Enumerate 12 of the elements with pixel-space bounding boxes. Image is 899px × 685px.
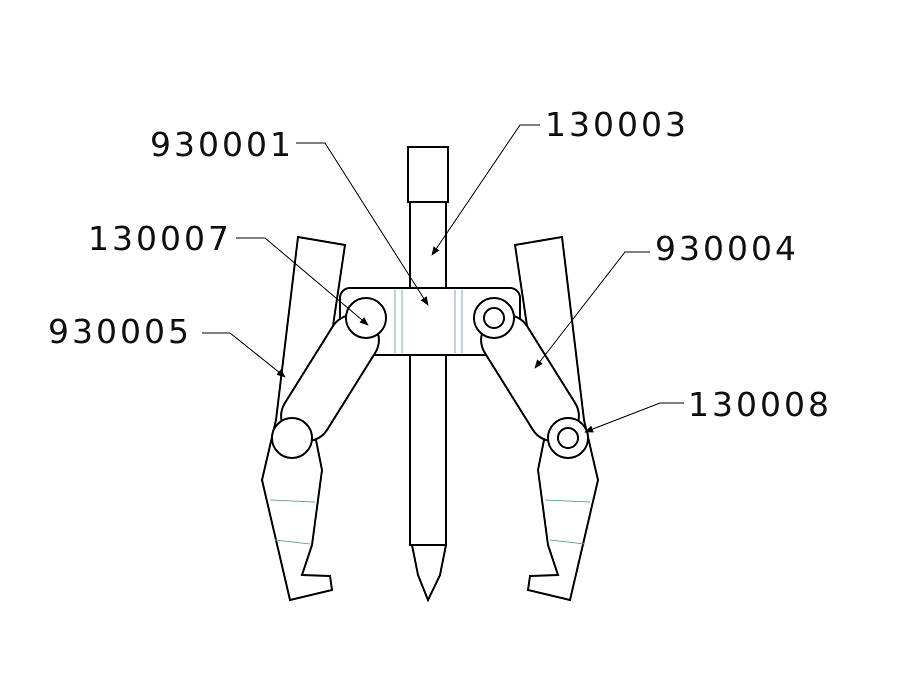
- callout-number: 930004: [655, 232, 799, 265]
- callout-number: 130003: [545, 108, 689, 141]
- callout-number: 930001: [150, 128, 294, 161]
- leader-line: [584, 402, 684, 432]
- leader-line: [296, 142, 428, 306]
- leader-line: [534, 252, 650, 369]
- callout-number: 930005: [48, 315, 192, 348]
- callout-number: 130007: [88, 222, 232, 255]
- callout-number: 130008: [688, 388, 832, 421]
- leader-line: [432, 124, 540, 256]
- leader-line: [202, 332, 286, 378]
- leader-line: [236, 238, 369, 326]
